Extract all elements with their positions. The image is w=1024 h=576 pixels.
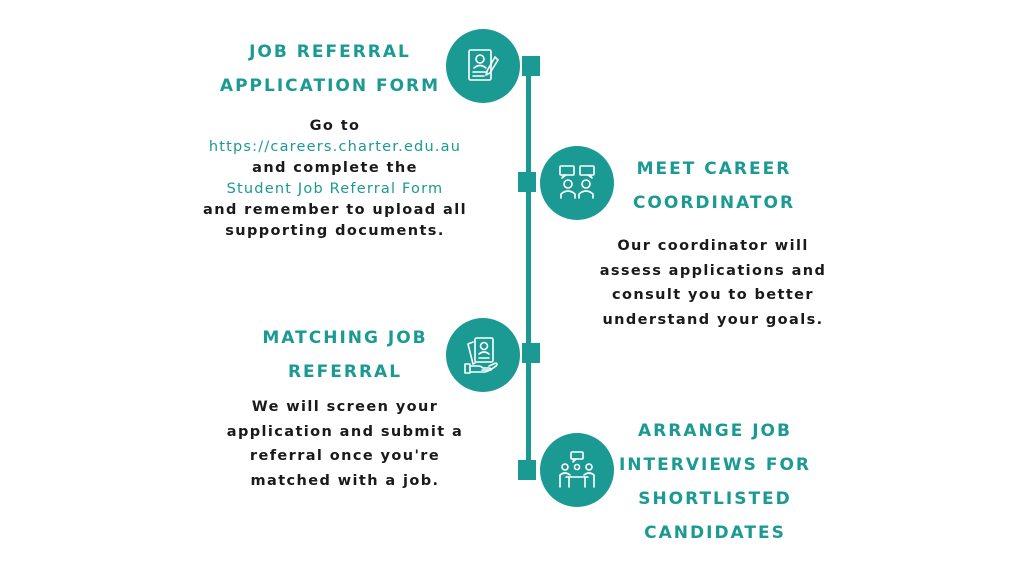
step-4-heading-line4: CANDIDATES	[644, 523, 786, 543]
step-3-heading-line1: MATCHING JOB	[262, 328, 428, 348]
step-3-circle	[446, 318, 520, 392]
step-3-body-line2: application and submit a	[226, 423, 464, 440]
step-4-heading-line3: SHORTLISTED	[638, 489, 792, 509]
application-form-icon	[468, 49, 499, 81]
step-2-body-line4: understand your goals.	[602, 311, 824, 328]
careers-website-link[interactable]: https://careers.charter.edu.au	[208, 139, 462, 155]
step-1-body-line2: and complete the	[252, 160, 418, 176]
timeline-tab-4	[518, 460, 536, 480]
step-3-body-line4: matched with a job.	[250, 472, 440, 489]
step-2-heading-line2: COORDINATOR	[632, 193, 796, 213]
timeline-line	[526, 56, 531, 476]
step-4-heading-line1: ARRANGE JOB	[638, 421, 792, 441]
student-job-referral-form-link[interactable]: Student Job Referral Form	[226, 181, 444, 197]
timeline-tab-3	[522, 343, 540, 363]
step-1-body-line1: Go to	[309, 118, 361, 134]
step-2-body-line3: consult you to better	[612, 287, 814, 303]
step-3-heading: MATCHING JOB REFERRAL	[225, 321, 465, 389]
step-2-body-line2: assess applications and	[599, 262, 827, 279]
career-coordinator-icon	[559, 165, 595, 199]
step-2-heading-line1: MEET CAREER	[636, 159, 792, 179]
step-1-body-line3: and remember to upload all	[203, 202, 467, 218]
step-1-heading: JOB REFERRAL APPLICATION FORM	[210, 35, 450, 103]
step-3-heading-line2: REFERRAL	[287, 362, 403, 382]
step-4-heading: ARRANGE JOB INTERVIEWS FOR SHORTLISTED C…	[600, 414, 830, 550]
step-2-body: Our coordinator will assess applications…	[578, 234, 848, 332]
step-3-body: We will screen your application and subm…	[200, 395, 490, 493]
step-1-heading-line2: APPLICATION FORM	[219, 76, 441, 96]
step-1-circle	[446, 29, 520, 103]
timeline-tab-2	[518, 172, 536, 192]
step-3-body-line1: We will screen your	[251, 399, 439, 415]
step-3-body-line3: referral once you're	[249, 448, 441, 464]
timeline-tab-1	[522, 56, 540, 76]
step-2-heading: MEET CAREER COORDINATOR	[604, 152, 824, 220]
step-1-body: Go to https://careers.charter.edu.au and…	[170, 116, 500, 242]
step-2-circle	[540, 146, 614, 220]
job-referral-hand-icon	[464, 337, 498, 374]
step-4-circle	[540, 433, 614, 507]
step-1-body-line4: supporting documents.	[225, 223, 445, 239]
step-2-body-line1: Our coordinator will	[617, 238, 809, 254]
interview-meeting-icon	[559, 451, 595, 488]
step-1-heading-line1: JOB REFERRAL	[249, 42, 411, 62]
step-4-heading-line2: INTERVIEWS FOR	[618, 455, 811, 475]
